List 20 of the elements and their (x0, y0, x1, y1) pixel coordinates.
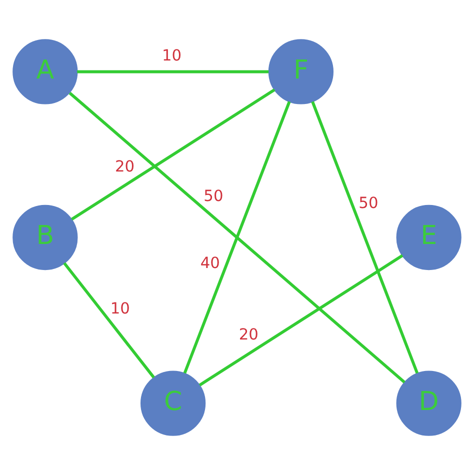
edge-label: 10 (162, 46, 182, 64)
node-circle: B (12, 204, 78, 270)
node-circle: F (268, 38, 334, 104)
connector (198, 254, 404, 386)
connector (183, 100, 291, 374)
edge-label: 20 (114, 156, 135, 175)
node-circle: A (12, 38, 78, 104)
connector (77, 70, 269, 73)
edge-label: 20 (238, 325, 258, 344)
edge-label: 40 (200, 254, 220, 272)
edge-label: 50 (358, 193, 378, 212)
connector (71, 88, 276, 220)
edge-label: 10 (110, 299, 130, 318)
edge-label: 50 (204, 186, 224, 204)
node-circle: E (396, 204, 462, 270)
connector (311, 100, 419, 374)
node-circle: C (140, 370, 206, 436)
node-circle: D (396, 370, 462, 436)
connector (63, 262, 155, 378)
connector (68, 91, 406, 383)
